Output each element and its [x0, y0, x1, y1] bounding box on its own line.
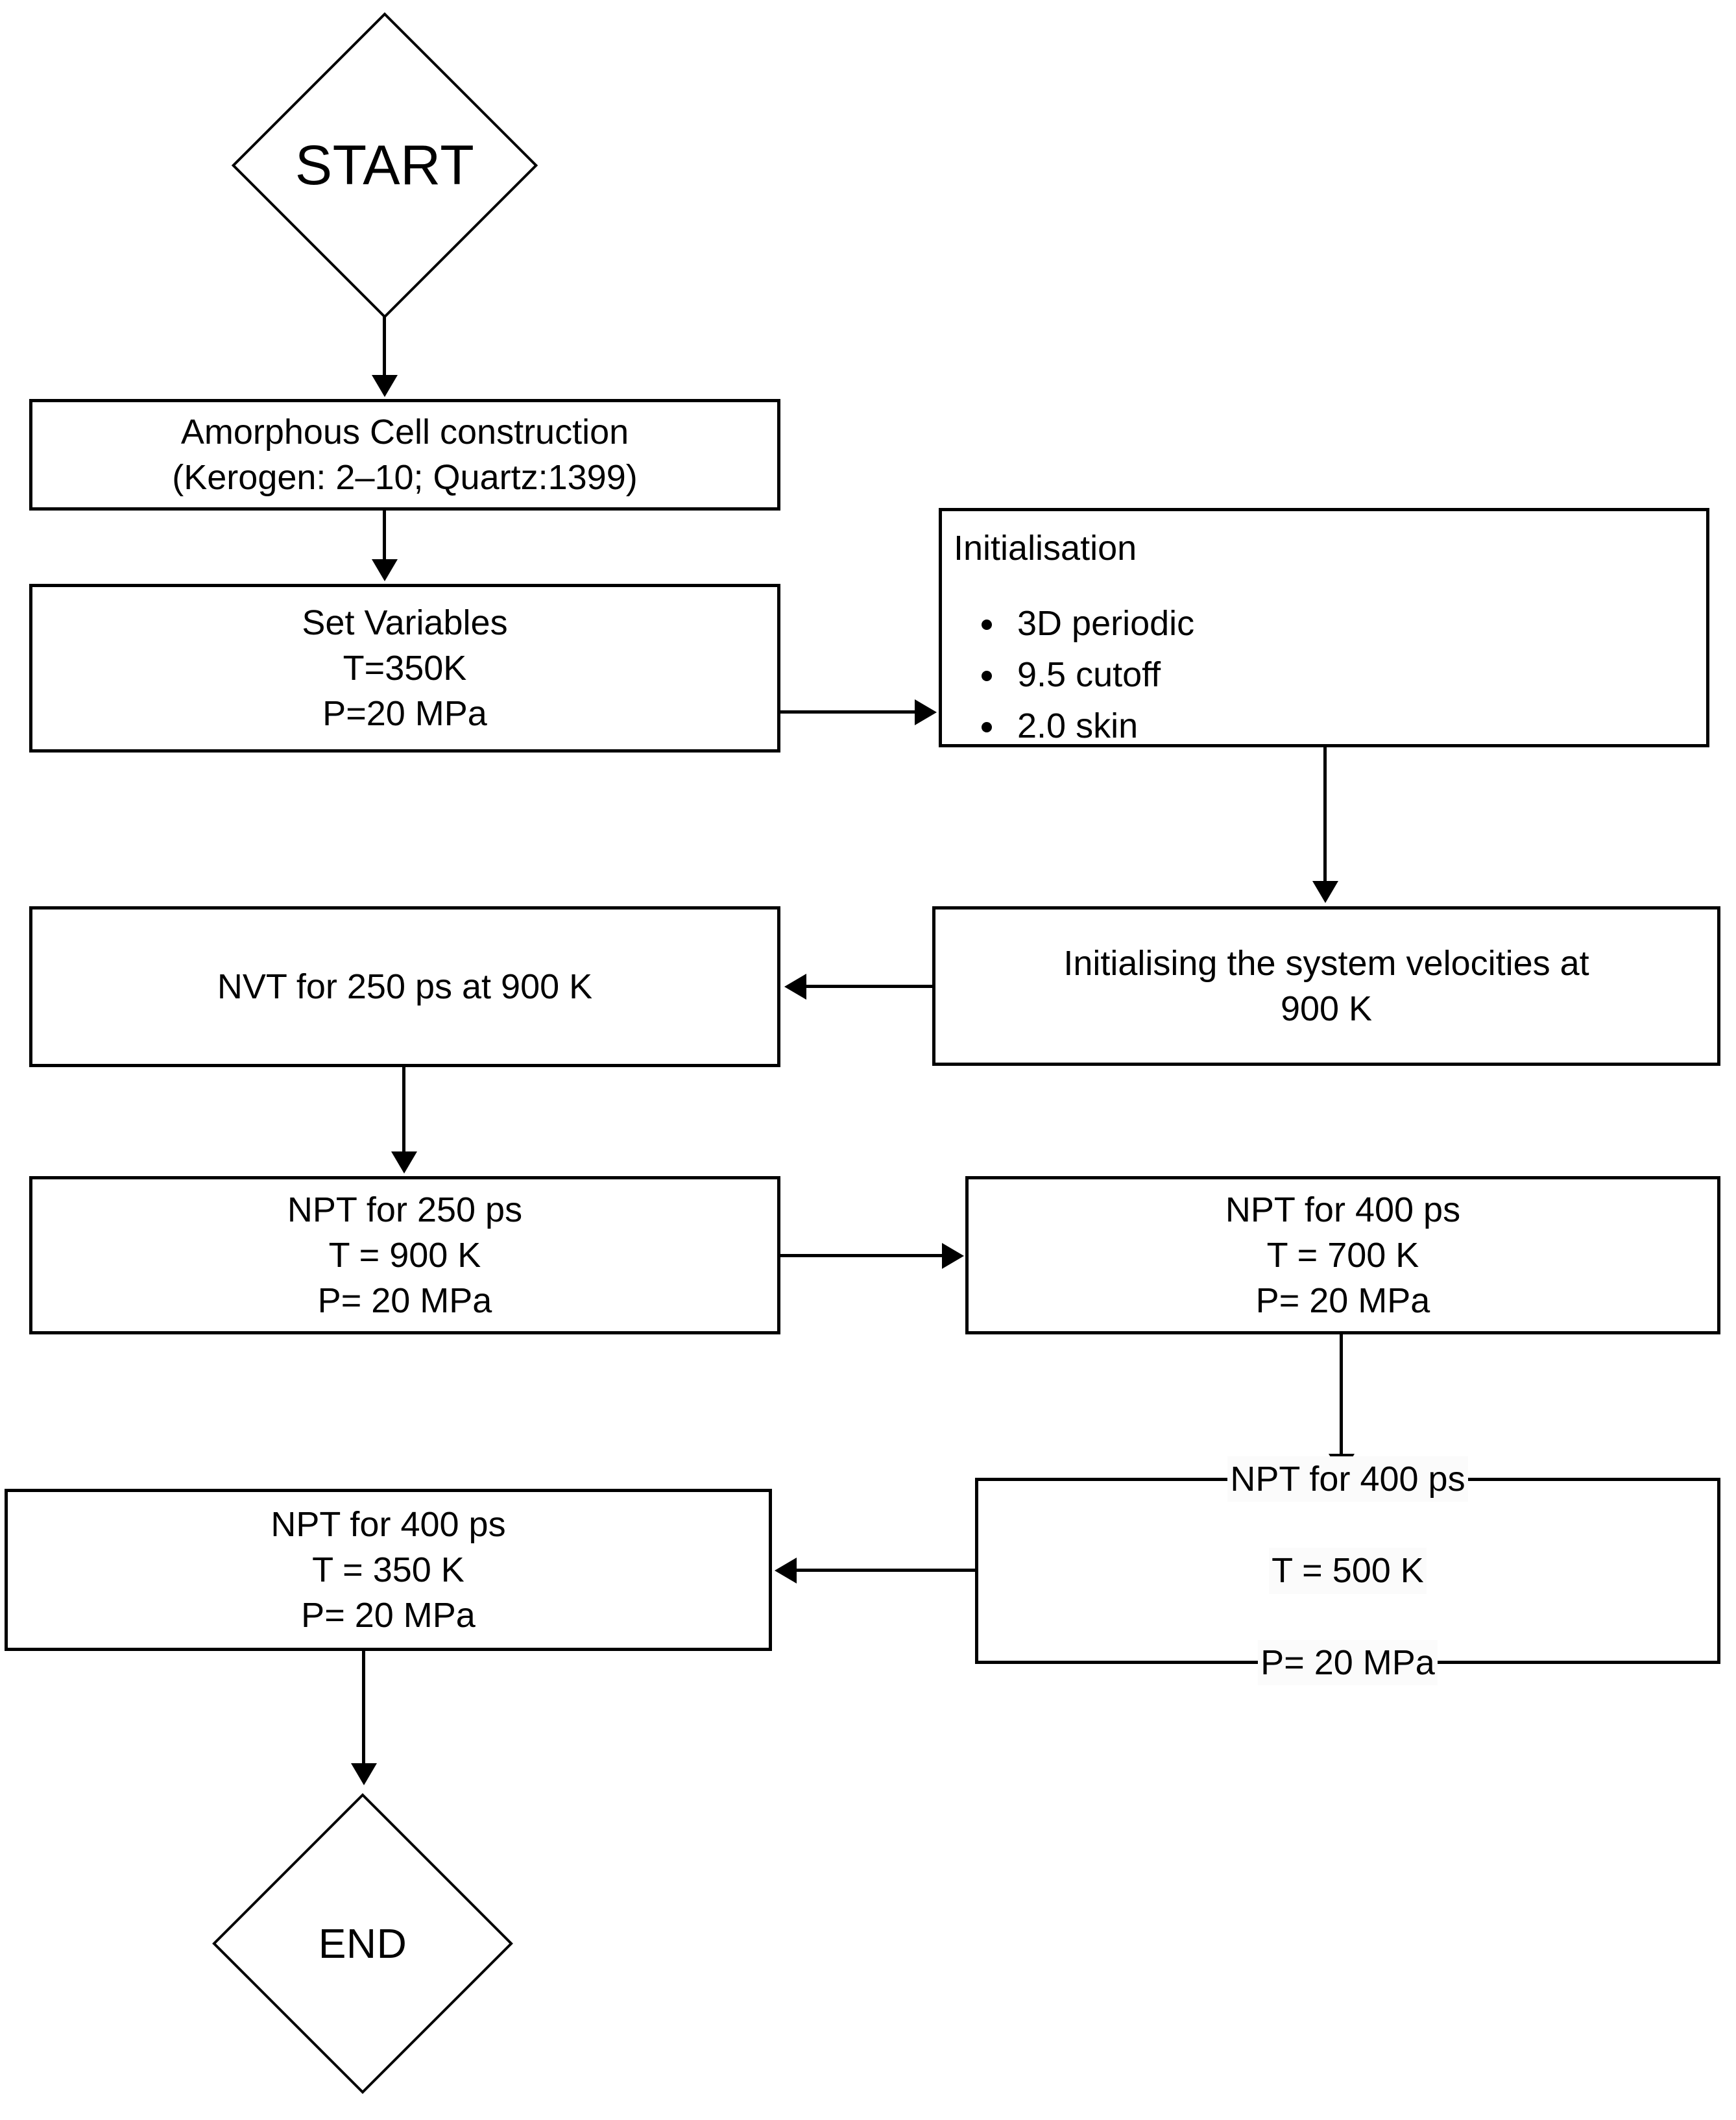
init-velocities-line-1: Initialising the system velocities at	[1063, 943, 1589, 983]
edge-npt350-to-end-arrowhead	[351, 1763, 377, 1785]
npt-700-line-1: NPT for 400 ps	[1225, 1190, 1461, 1229]
amorphous-cell-line-2: (Kerogen: 2–10; Quartz:1399)	[172, 458, 638, 497]
edge-npt900-to-npt700-arrowhead	[942, 1243, 964, 1269]
node-nvt[interactable]: NVT for 250 ps at 900 K	[29, 906, 780, 1067]
initialisation-heading: Initialisation	[954, 529, 1137, 568]
edge-start-to-amorphous-line	[383, 317, 386, 376]
edge-amorphous-to-setvars-arrowhead	[372, 559, 398, 581]
set-variables-line-1: Set Variables	[302, 603, 508, 642]
npt-700-line-3: P= 20 MPa	[1255, 1281, 1430, 1321]
edge-npt700-to-npt500-line	[1340, 1334, 1343, 1455]
node-npt-350[interactable]: NPT for 400 ps T = 350 K P= 20 MPa	[5, 1489, 772, 1651]
node-npt-500[interactable]: NPT for 400 ps T = 500 K P= 20 MPa	[975, 1456, 1720, 1685]
npt-700-line-2: T = 700 K	[1266, 1235, 1419, 1275]
initialisation-bullet-1: 3D periodic	[1007, 598, 1194, 649]
nvt-line-1: NVT for 250 ps at 900 K	[217, 967, 593, 1006]
edge-nvt-to-npt900-arrowhead	[391, 1151, 417, 1174]
edge-npt350-to-end-line	[362, 1651, 365, 1765]
edge-start-to-amorphous-arrowhead	[372, 375, 398, 397]
npt-500-line-1: NPT for 400 ps	[1227, 1456, 1468, 1502]
edge-npt900-to-npt700-line	[780, 1254, 944, 1257]
edge-setvars-to-init-line	[780, 710, 917, 714]
npt-900-line-3: P= 20 MPa	[317, 1281, 492, 1321]
node-set-variables[interactable]: Set Variables T=350K P=20 MPa	[29, 584, 780, 753]
npt-900-line-1: NPT for 250 ps	[287, 1190, 523, 1229]
node-amorphous-cell[interactable]: Amorphous Cell construction (Kerogen: 2–…	[29, 399, 780, 511]
node-npt-900[interactable]: NPT for 250 ps T = 900 K P= 20 MPa	[29, 1176, 780, 1334]
edge-nvt-to-npt900-line	[402, 1067, 405, 1153]
edge-amorphous-to-setvars-line	[383, 511, 386, 561]
npt-900-line-2: T = 900 K	[328, 1235, 481, 1275]
initialisation-bullet-list: 3D periodic 9.5 cutoff 2.0 skin	[942, 598, 1194, 751]
amorphous-cell-line-1: Amorphous Cell construction	[180, 412, 629, 452]
init-velocities-line-2: 900 K	[1280, 989, 1373, 1028]
edge-velocities-to-nvt-line	[806, 985, 932, 988]
edge-velocities-to-nvt-arrowhead	[784, 974, 806, 1000]
edge-init-to-velocities-line	[1323, 747, 1327, 882]
npt-500-line-2: T = 500 K	[1269, 1548, 1427, 1594]
node-initialisation[interactable]: Initialisation 3D periodic 9.5 cutoff 2.…	[939, 508, 1709, 747]
start-label: START	[295, 134, 475, 197]
edge-npt500-to-npt350-arrowhead	[775, 1558, 797, 1584]
initialisation-bullet-3: 2.0 skin	[1007, 701, 1194, 752]
npt-350-line-2: T = 350 K	[312, 1550, 464, 1589]
node-npt-700[interactable]: NPT for 400 ps T = 700 K P= 20 MPa	[965, 1176, 1720, 1334]
npt-350-line-3: P= 20 MPa	[301, 1596, 476, 1635]
edge-init-to-velocities-arrowhead	[1312, 881, 1338, 903]
node-end[interactable]: END	[212, 1783, 513, 2104]
set-variables-line-3: P=20 MPa	[322, 694, 487, 734]
node-start[interactable]: START	[231, 12, 538, 319]
set-variables-line-2: T=350K	[343, 648, 467, 688]
npt-500-line-3: P= 20 MPa	[1258, 1639, 1438, 1685]
npt-350-line-1: NPT for 400 ps	[271, 1504, 506, 1544]
edge-npt500-to-npt350-line	[797, 1569, 978, 1572]
edge-setvars-to-init-arrowhead	[915, 699, 937, 725]
end-label: END	[318, 1920, 407, 1967]
initialisation-bullet-2: 9.5 cutoff	[1007, 649, 1194, 701]
node-init-velocities[interactable]: Initialising the system velocities at 90…	[932, 906, 1720, 1066]
